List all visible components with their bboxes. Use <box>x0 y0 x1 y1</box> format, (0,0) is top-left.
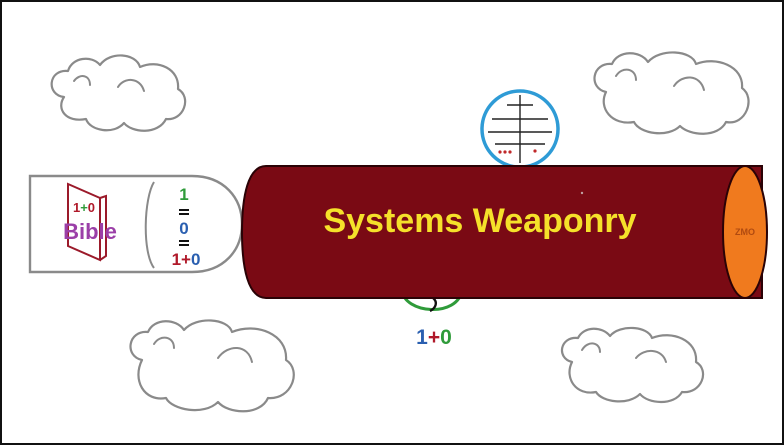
cloud-bottom-right <box>561 326 705 404</box>
cloud-top-left <box>50 54 187 132</box>
label-char: 1 <box>416 326 428 349</box>
label-char: 1 <box>73 200 80 215</box>
cylinder-end-label: ZMO <box>735 227 755 237</box>
label-char: 1 <box>172 250 181 269</box>
cloud-top-right <box>593 51 750 135</box>
stack-top-digit: 1 <box>179 185 188 204</box>
label-char: + <box>181 250 191 269</box>
weapon-cylinder <box>240 165 768 299</box>
under-label: 1+0 <box>416 326 452 349</box>
cloud-bottom-left <box>129 319 295 413</box>
bible-box <box>28 174 244 274</box>
label-char: 0 <box>440 326 452 349</box>
bible-word: Bible <box>63 219 117 244</box>
scope-crosshair <box>480 89 560 169</box>
stack-middle-digit: 0 <box>179 219 188 238</box>
label-char: 0 <box>191 250 200 269</box>
label-char: + <box>428 326 440 349</box>
label-char: + <box>80 200 88 215</box>
stack-bottom-label: 1+0 <box>172 250 201 269</box>
bible-stack: 1 0 1+0 <box>172 185 201 269</box>
label-char: 0 <box>88 200 95 215</box>
book-label: 1+0 <box>73 200 95 215</box>
diagram-title: Systems Weaponry <box>323 202 636 240</box>
